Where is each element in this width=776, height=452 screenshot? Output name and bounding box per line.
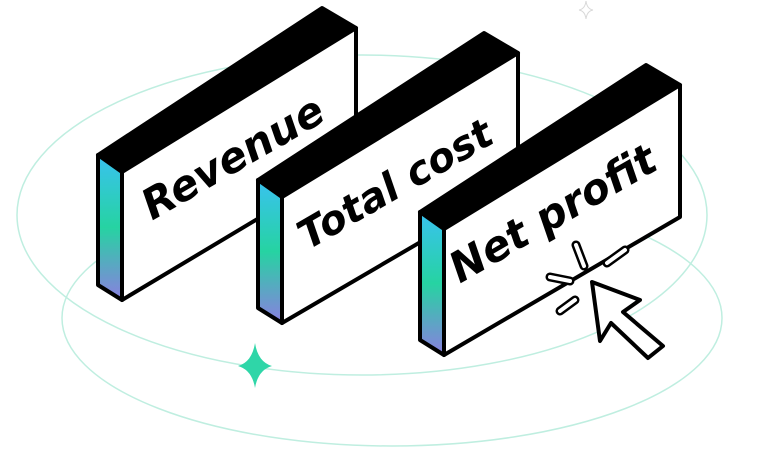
card-side-edge: [96, 153, 124, 302]
orbit-ring-upper: [16, 54, 708, 376]
card-face: [442, 83, 682, 357]
click-cursor-icon: [590, 280, 665, 360]
sparkle-icon: [238, 343, 272, 388]
sparkle-small-icon: [578, 0, 594, 20]
card-side-edge: [418, 210, 446, 357]
card-side-edge: [256, 178, 284, 325]
